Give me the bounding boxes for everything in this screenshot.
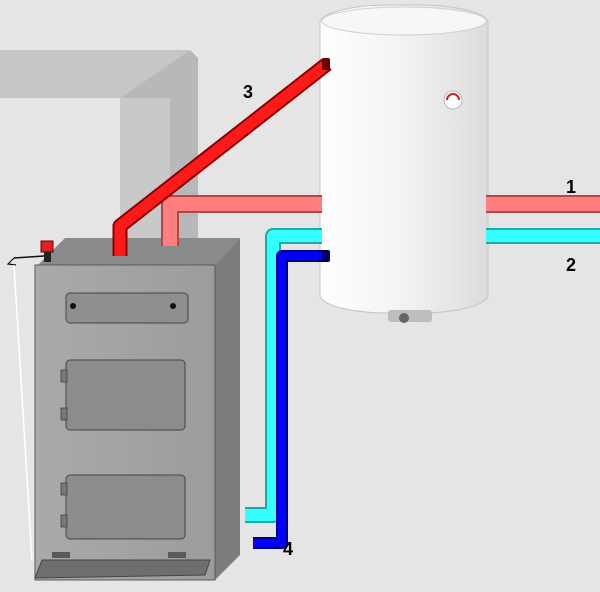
pipe-4-return — [253, 250, 327, 549]
pipe-2-cold-water — [245, 228, 600, 523]
tank-body — [319, 4, 489, 314]
regulator-knob — [40, 240, 54, 253]
tank-drain — [399, 313, 409, 323]
boiler-side — [215, 238, 240, 580]
label-2: 2 — [566, 255, 576, 275]
regulator-hook — [6, 257, 17, 266]
lower-door-hinge-bottom — [60, 514, 68, 528]
boiler-top — [38, 238, 240, 265]
pipe-3-hot-supply — [112, 58, 332, 256]
regulator-stem — [44, 252, 51, 262]
label-3: 3 — [243, 82, 253, 102]
boiler-upper-door — [65, 359, 186, 431]
draft-regulator — [6, 240, 54, 561]
tank-lower-port — [322, 250, 330, 262]
regulator-chain — [13, 264, 33, 561]
tank-top — [321, 6, 487, 36]
tank-upper-port — [322, 58, 330, 70]
ash-tray-handle-left — [52, 552, 70, 558]
panel-bolt-left — [70, 303, 76, 309]
panel-bolt-right — [170, 303, 176, 309]
boiler-lower-door — [65, 474, 186, 540]
tank-bottom-cap — [388, 310, 432, 322]
label-4: 4 — [283, 539, 293, 559]
boiler-top-panel — [65, 292, 189, 324]
upper-door-hinge-bottom — [60, 407, 68, 421]
label-1: 1 — [566, 177, 576, 197]
upper-door-hinge-top — [60, 369, 68, 383]
thermometer-scale — [446, 93, 460, 101]
regulator-lever — [13, 255, 45, 259]
pipe-1-hot-water — [161, 195, 600, 246]
boiler — [34, 238, 240, 581]
water-heater-tank — [319, 4, 489, 323]
lower-door-hinge-top — [60, 482, 68, 496]
ash-tray — [34, 559, 211, 579]
ash-tray-handle-right — [168, 552, 186, 558]
